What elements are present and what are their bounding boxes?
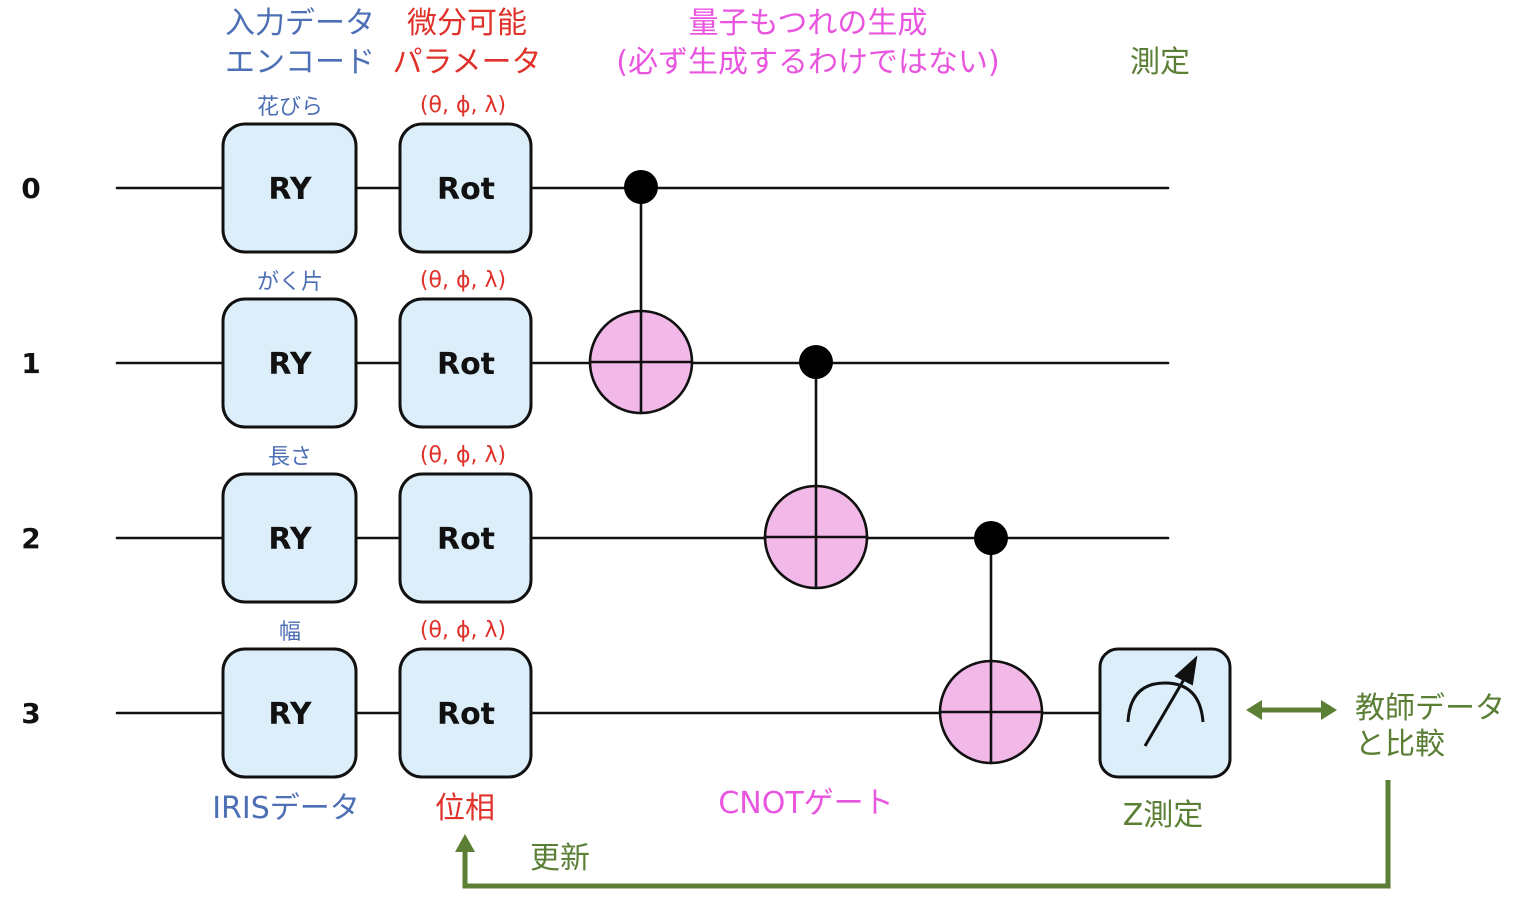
cnot-gate-label: CNOTゲート xyxy=(718,786,893,821)
rot-gate-label: Rot xyxy=(437,172,495,207)
header-input-encode-line1: 入力データ xyxy=(225,6,375,41)
rot-gate-label: Rot xyxy=(437,697,495,732)
cnot-gate-2-3 xyxy=(938,521,1044,765)
compare-double-arrow xyxy=(1246,700,1337,720)
rot-gate-label: Rot xyxy=(437,522,495,557)
header-measure: 測定 xyxy=(1130,45,1190,80)
cnot-gate-0-1 xyxy=(588,170,694,415)
feature-label-length: 長さ xyxy=(268,445,312,470)
feature-label-width: 幅 xyxy=(279,620,301,645)
header-diff-params: 微分可能 パラメータ xyxy=(392,6,541,80)
rot-gate-3: Rot xyxy=(398,647,533,779)
ry-gate-0: RY xyxy=(221,122,358,254)
header-input-encode-line2: エンコード xyxy=(225,45,375,80)
rot-gate-label: Rot xyxy=(437,347,495,382)
meter-icon xyxy=(1126,681,1205,723)
feature-label-sepal: がく片 xyxy=(257,270,323,295)
ry-gate-label: RY xyxy=(268,522,312,557)
feature-label-petal: 花びら xyxy=(257,95,323,120)
z-measure-label: Z測定 xyxy=(1123,798,1204,833)
header-diff-params-line1: 微分可能 xyxy=(407,6,527,41)
param-label-3: (θ, ϕ, λ) xyxy=(420,618,506,643)
control-dot xyxy=(624,170,658,204)
header-entangle: 量子もつれの生成 (必ず生成するわけではない) xyxy=(616,6,999,80)
ry-gate-1: RY xyxy=(221,297,358,429)
ry-gate-label: RY xyxy=(268,347,312,382)
header-entangle-line2: (必ず生成するわけではない) xyxy=(616,45,999,80)
compare-label-line2: と比較 xyxy=(1355,727,1445,762)
header-diff-params-line2: パラメータ xyxy=(392,45,541,80)
control-dot xyxy=(974,521,1008,555)
rot-gate-0: Rot xyxy=(398,122,533,254)
cnot-gate-1-2 xyxy=(763,345,869,590)
compare-label-line1: 教師データ xyxy=(1355,691,1505,726)
param-label-0: (θ, ϕ, λ) xyxy=(420,93,506,118)
ry-gate-label: RY xyxy=(268,697,312,732)
update-feedback-arrow xyxy=(455,780,1391,889)
rot-gate-2: Rot xyxy=(398,472,533,604)
update-label: 更新 xyxy=(530,841,590,876)
ry-gate-3: RY xyxy=(221,647,358,779)
qubit-label-0: 0 xyxy=(21,172,40,205)
rot-gate-1: Rot xyxy=(398,297,533,429)
header-input-encode: 入力データ エンコード xyxy=(225,6,375,80)
measurement-gate xyxy=(1098,647,1232,779)
qubit-label-3: 3 xyxy=(21,697,40,730)
param-label-1: (θ, ϕ, λ) xyxy=(420,268,506,293)
iris-data-label: IRISデータ xyxy=(212,791,360,826)
phase-label: 位相 xyxy=(435,791,495,826)
qubit-label-1: 1 xyxy=(21,347,40,380)
param-label-2: (θ, ϕ, λ) xyxy=(420,443,506,468)
control-dot xyxy=(799,345,833,379)
ry-gate-2: RY xyxy=(221,472,358,604)
qubit-label-2: 2 xyxy=(21,522,40,555)
header-entangle-line1: 量子もつれの生成 xyxy=(689,6,928,41)
ry-gate-label: RY xyxy=(268,172,312,207)
